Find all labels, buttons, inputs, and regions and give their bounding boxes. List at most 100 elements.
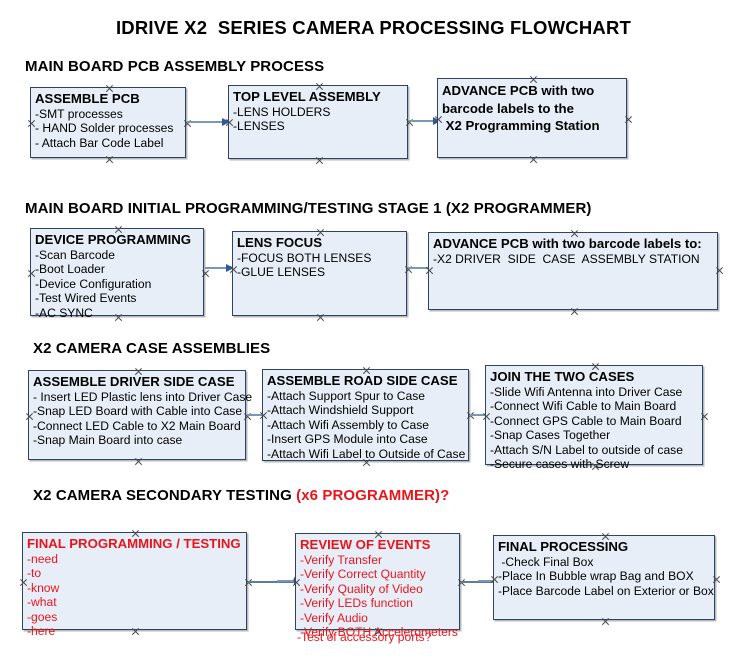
flow-box-title: ADVANCE PCB with two barcode labels to: (433, 236, 702, 251)
flow-box-line: -Attach Support Spur to Case (267, 388, 425, 403)
flow-box-join-the-two-cases[interactable]: JOIN THE TWO CASES -Slide Wifi Antenna i… (485, 365, 703, 471)
flow-box-line: -FOCUS BOTH LENSES (237, 250, 372, 265)
flow-box-title: TOP LEVEL ASSEMBLY (233, 89, 381, 104)
flow-box-line: -AC SYNC (35, 305, 93, 320)
flow-box-line: -Verify LEDs function (300, 596, 413, 611)
flow-box-line: -Attach Wifi Label to Outside of Case (267, 446, 466, 461)
flow-box-body: FINAL PROGRAMMING / TESTING -need -to -k… (23, 533, 246, 641)
flow-box-body: ADVANCE PCB with two barcode labels to: … (429, 233, 717, 268)
connector-arrow-assemble-pcb-to-top-level (187, 117, 230, 126)
flow-box-line: -Device Configuration (35, 276, 152, 291)
flow-box-line: -Place In Bubble wrap Bag and BOX (498, 569, 694, 584)
connector-arrow-review-to-final-processing (478, 576, 501, 585)
flow-box-overflow-line-review-of-events: -Test of accessory ports? (297, 630, 432, 644)
resize-handle-bottom[interactable] (570, 307, 579, 316)
flow-box-line: - Insert LED Plastic lens into Driver Ca… (33, 389, 253, 404)
flow-box-body: ASSEMBLE ROAD SIDE CASE -Attach Support … (263, 370, 468, 463)
flow-box-review-of-events[interactable]: REVIEW OF EVENTS -Verify Transfer -Verif… (295, 533, 460, 639)
page-title: IDRIVE X2 SERIES CAMERA PROCESSING FLOWC… (115, 17, 632, 38)
resize-handle-bottom[interactable] (134, 457, 143, 466)
flow-box-assemble-driver-side-case[interactable]: ASSEMBLE DRIVER SIDE CASE - Insert LED P… (28, 370, 253, 460)
flow-box-title: DEVICE PROGRAMMING (35, 232, 192, 247)
flow-box-body: FINAL PROCESSING -Check Final Box -Place… (494, 536, 714, 600)
connector-arrow-final-programming-to-review (277, 576, 302, 585)
flow-box-final-programming-testing[interactable]: FINAL PROGRAMMING / TESTING -need -to -k… (22, 532, 247, 638)
section-header-main-board-pcb-assembly: MAIN BOARD PCB ASSEMBLY PROCESS (25, 58, 325, 75)
flow-box-body: JOIN THE TWO CASES -Slide Wifi Antenna i… (486, 366, 702, 474)
flow-box-line: -Connect LED Cable to X2 Main Board (33, 418, 241, 433)
flow-box-body: LENS FOCUS -FOCUS BOTH LENSES -GLUE LENS… (233, 232, 406, 282)
flow-box-line: -Scan Barcode (35, 247, 115, 262)
flow-box-body: TOP LEVEL ASSEMBLY -LENS HOLDERS -LENSES (229, 86, 407, 136)
flow-box-final-processing[interactable]: FINAL PROCESSING -Check Final Box -Place… (493, 535, 715, 620)
section-header-x2-camera-case-assemblies: X2 CAMERA CASE ASSEMBLIES (33, 340, 271, 357)
flow-box-line: -Attach Wifi Assembly to Case (267, 417, 429, 432)
flow-box-line: -Check Final Box (498, 554, 594, 569)
flow-box-line: -goes (27, 609, 58, 624)
flow-box-title: ASSEMBLE DRIVER SIDE CASE (33, 374, 235, 389)
flow-box-body: REVIEW OF EVENTS -Verify Transfer -Verif… (296, 534, 459, 642)
flow-box-line: -LENSES (233, 119, 285, 134)
flow-box-line: -Attach S/N Label to outside of case (490, 442, 683, 457)
flow-box-line: -Verify Quality of Video (300, 581, 423, 596)
flow-box-line: -what (27, 595, 57, 610)
flow-box-lens-focus[interactable]: LENS FOCUS -FOCUS BOTH LENSES -GLUE LENS… (232, 231, 407, 316)
flow-box-title: JOIN THE TWO CASES (490, 369, 635, 384)
flow-box-assemble-pcb[interactable]: ASSEMBLE PCB -SMT processes - HAND Solde… (30, 87, 186, 158)
flow-box-line: - Attach Bar Code Label (35, 135, 164, 150)
flow-box-top-level-assembly[interactable]: TOP LEVEL ASSEMBLY -LENS HOLDERS -LENSES (228, 85, 408, 159)
flow-box-line: -Snap LED Board with Cable into Case (33, 404, 243, 419)
flow-box-line: -Snap Cases Together (490, 428, 611, 443)
flow-box-line: -Attach Windshield Support (267, 403, 414, 418)
flow-box-body: ASSEMBLE PCB -SMT processes - HAND Solde… (31, 88, 185, 152)
flow-box-title: ASSEMBLE ROAD SIDE CASE (267, 373, 458, 388)
flow-box-title: FINAL PROGRAMMING / TESTING (27, 536, 241, 551)
resize-handle-bottom[interactable] (529, 155, 538, 164)
flow-box-line: -SMT processes (35, 106, 123, 121)
flow-box-line: -know (27, 580, 60, 595)
flow-box-line: -Insert GPS Module into Case (267, 432, 428, 447)
connector-arrow-device-programming-to-lens-focus (205, 263, 234, 272)
flow-box-assemble-road-side-case[interactable]: ASSEMBLE ROAD SIDE CASE -Attach Support … (262, 369, 469, 461)
flow-box-line: -Secure cases with Screw (490, 457, 630, 472)
resize-handle-bottom[interactable] (105, 155, 114, 164)
flow-box-line: -Boot Loader (35, 262, 105, 277)
flow-box-title: FINAL PROCESSING (498, 539, 629, 554)
flow-box-line: -to (27, 566, 42, 581)
flow-box-advance-pcb-x2-programming-station[interactable]: ADVANCE PCB with two barcode labels to t… (437, 78, 627, 158)
flow-box-title: REVIEW OF EVENTS (300, 537, 431, 552)
flow-box-line: -LENS HOLDERS (233, 104, 331, 119)
connector-arrow-top-level-to-advance-pcb (409, 116, 441, 125)
flow-box-line: - HAND Solder processes (35, 121, 174, 136)
flow-box-line: -here (27, 624, 56, 639)
flow-box-line: -Connect Wifi Cable to Main Board (490, 399, 677, 414)
flow-box-device-programming[interactable]: DEVICE PROGRAMMING -Scan Barcode -Boot L… (30, 228, 204, 320)
flow-box-advance-pcb-driver-side-case[interactable]: ADVANCE PCB with two barcode labels to: … (428, 232, 718, 310)
flow-box-line: -need (27, 551, 58, 566)
section-header-x2-camera-secondary-testing: X2 CAMERA SECONDARY TESTING (x6 PROGRAMM… (33, 487, 449, 504)
section-header-main-board-initial-programming: MAIN BOARD INITIAL PROGRAMMING/TESTING S… (25, 200, 592, 217)
flow-box-body: DEVICE PROGRAMMING -Scan Barcode -Boot L… (31, 229, 203, 322)
flow-box-line: -Connect GPS Cable to Main Board (490, 413, 682, 428)
section-header-red-note: (x6 PROGRAMMER)? (296, 487, 450, 504)
flow-box-line: -Snap Main Board into case (33, 433, 183, 448)
resize-handle-bottom[interactable] (601, 617, 610, 626)
flow-box-line: -GLUE LENSES (237, 265, 326, 280)
flow-box-line: -Verify BOTH Accelerometers (300, 625, 458, 640)
flow-box-line: -Place Barcode Label on Exterior or Box (498, 583, 714, 598)
flow-box-line: -X2 DRIVER SIDE CASE ASSEMBLY STATION (433, 251, 700, 266)
flow-box-line: -Slide Wifi Antenna into Driver Case (490, 384, 683, 399)
connector-arrow-road-side-to-join-cases (470, 410, 493, 419)
flow-box-line: -Test Wired Events (35, 291, 137, 306)
flow-box-title: ADVANCE PCB with two barcode labels to t… (442, 83, 600, 133)
resize-handle-bottom[interactable] (316, 313, 325, 322)
resize-handle-bottom[interactable] (315, 156, 324, 165)
flow-box-body: ASSEMBLE DRIVER SIDE CASE - Insert LED P… (29, 371, 253, 450)
connector-line-final-programming-to-review (248, 581, 297, 583)
flow-box-line: -Verify Transfer (300, 552, 382, 567)
flow-box-body: ADVANCE PCB with two barcode labels to t… (438, 79, 626, 137)
flow-box-line: -Verify Correct Quantity (300, 567, 426, 582)
connector-arrow-lens-focus-to-advance-pcb (408, 263, 437, 272)
section-header-label: X2 CAMERA SECONDARY TESTING (33, 487, 297, 504)
